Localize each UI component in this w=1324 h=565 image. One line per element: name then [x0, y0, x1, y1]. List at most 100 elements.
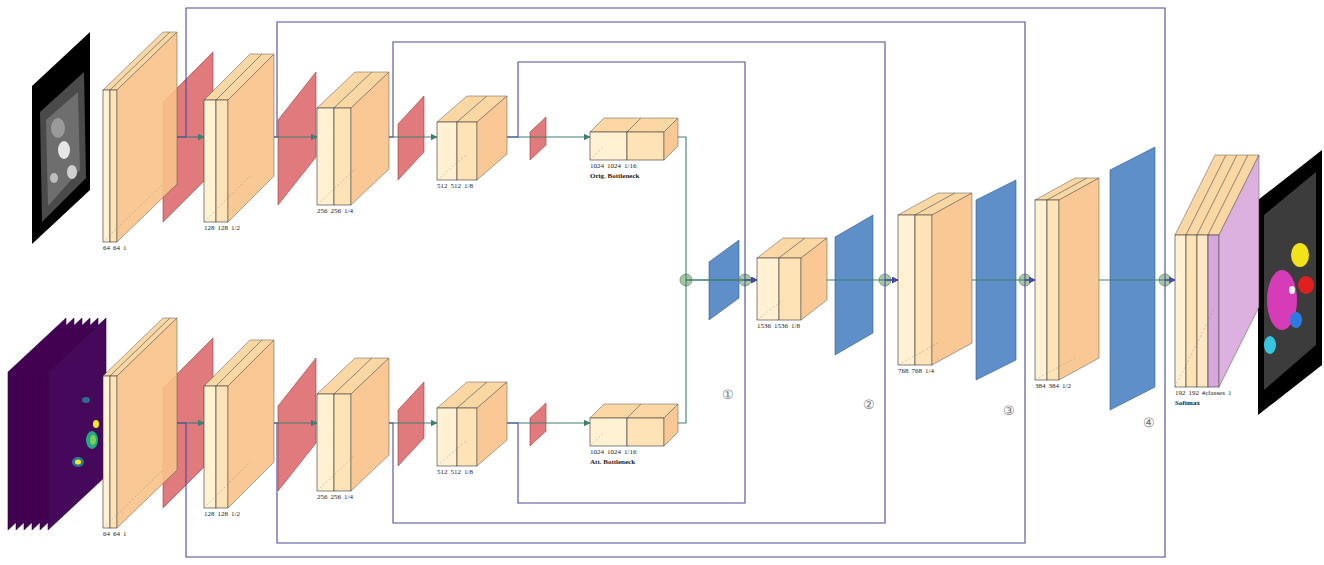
block-shape [590, 118, 678, 160]
block-shape [103, 318, 177, 528]
dimension-row: 5125121/8 [437, 182, 473, 190]
flow-arrow [1099, 279, 1175, 280]
block-shape [1035, 178, 1099, 380]
block-shape [103, 32, 177, 242]
dimension-label: 256 [317, 207, 328, 215]
block-shape [317, 358, 389, 491]
upsampling-layer [709, 147, 1155, 410]
conv-block: 64641 [103, 32, 177, 252]
dimension-label: 1 [1228, 389, 1232, 397]
dimension-label: 1/4 [344, 207, 353, 215]
dimension-label: 1 [123, 244, 127, 252]
block-shape [204, 340, 274, 508]
flow-arrow [389, 422, 437, 423]
block-shape [1175, 155, 1259, 387]
dimension-label: 1024 [590, 448, 604, 456]
dimension-label: 64 [103, 244, 110, 252]
skip-connection [177, 8, 1175, 280]
block-shape [317, 72, 389, 205]
conv-block: 5125121/8 [437, 96, 507, 190]
dimension-row: 2562561/4 [317, 493, 353, 501]
skip-connection [507, 62, 757, 280]
callout-number: ③ [1003, 404, 1015, 418]
dimension-label: 192 [1175, 389, 1186, 397]
dimension-label: 1/4 [925, 367, 934, 375]
dimension-label: 128 [204, 510, 215, 518]
dimension-label: 128 [218, 510, 229, 518]
dimension-label: 1/8 [464, 182, 473, 190]
dimension-label: 1/2 [1062, 382, 1071, 390]
conv-block: 64641 [103, 318, 177, 538]
dimension-label: 256 [331, 493, 342, 501]
block-heading-text: Att. Bottleneck [590, 458, 635, 466]
block-shape [590, 404, 678, 446]
dimension-row: 7687681/4 [898, 367, 934, 375]
flow-arrow [274, 136, 317, 137]
conv-block: 7687681/4 [898, 193, 972, 375]
conv-block: 1281281/2 [204, 54, 274, 232]
dimension-label: 1024 [607, 448, 621, 456]
dimension-row: 2562561/4 [317, 207, 353, 215]
callout-number: ④ [1143, 416, 1155, 430]
dimension-row: 192192#classes1 [1175, 389, 1231, 397]
block-shape [437, 96, 507, 180]
dimension-label: 1/2 [231, 224, 240, 232]
dimension-row: 102410241/16 [590, 448, 636, 456]
dimension-label: 512 [451, 468, 462, 476]
block-heading: Softmax [1175, 399, 1200, 407]
dimension-label: 768 [898, 367, 909, 375]
dimension-row: 1281281/2 [204, 224, 240, 232]
block-heading-text: Softmax [1175, 399, 1200, 407]
conv-block: 3843841/2 [1035, 178, 1099, 390]
dimension-label: 192 [1189, 389, 1200, 397]
block-heading-text: Orig. Bottleneck [590, 172, 639, 180]
conv-block: 192192#classes1Softmax [1175, 155, 1259, 407]
dimension-label: 1/4 [344, 493, 353, 501]
dimension-label: 256 [317, 493, 328, 501]
dimension-label: 1/8 [791, 322, 800, 330]
block-shape [757, 238, 827, 320]
dimension-label: 1 [123, 530, 127, 538]
conv-block: 5125121/8 [437, 382, 507, 476]
dimension-label: 512 [451, 182, 462, 190]
dimension-label: 1536 [774, 322, 788, 330]
dimension-label: 64 [103, 530, 110, 538]
callout-number: ② [863, 398, 875, 412]
flow-arrow [274, 422, 317, 423]
conv-block: 102410241/16Orig. Bottleneck [590, 118, 678, 180]
dimension-label: 1/2 [231, 510, 240, 518]
ct-input-image [32, 32, 90, 244]
dimension-label: 128 [218, 224, 229, 232]
dimension-row: 5125121/8 [437, 468, 473, 476]
dimension-row: 3843841/2 [1035, 382, 1071, 390]
block-heading: Orig. Bottleneck [590, 172, 639, 180]
dimension-label: 1/16 [624, 448, 636, 456]
dimension-label: 1/8 [464, 468, 473, 476]
conv-block: 102410241/16Att. Bottleneck [590, 404, 678, 466]
dimension-label: 1024 [590, 162, 604, 170]
dimension-label: 384 [1035, 382, 1046, 390]
dimension-row: 64641 [103, 530, 127, 538]
dimension-label: 1/16 [624, 162, 636, 170]
segmentation-output-image [1258, 150, 1322, 415]
dimension-label: #classes [1202, 389, 1225, 397]
dimension-row: 153615361/8 [757, 322, 800, 330]
conv-block: 1281281/2 [204, 340, 274, 518]
dimension-label: 64 [113, 530, 120, 538]
dimension-label: 1536 [757, 322, 771, 330]
skip-connection [177, 280, 1175, 557]
conv-block: 2562561/4 [317, 72, 389, 215]
block-shape [204, 54, 274, 222]
flow-arrow [389, 136, 437, 137]
conv-block: 2562561/4 [317, 358, 389, 501]
block-shape [898, 193, 972, 365]
dimension-label: 64 [113, 244, 120, 252]
dimension-label: 384 [1049, 382, 1060, 390]
callout-number: ① [722, 388, 734, 402]
attention-map-stack [8, 318, 106, 530]
dimension-row: 102410241/16 [590, 162, 636, 170]
